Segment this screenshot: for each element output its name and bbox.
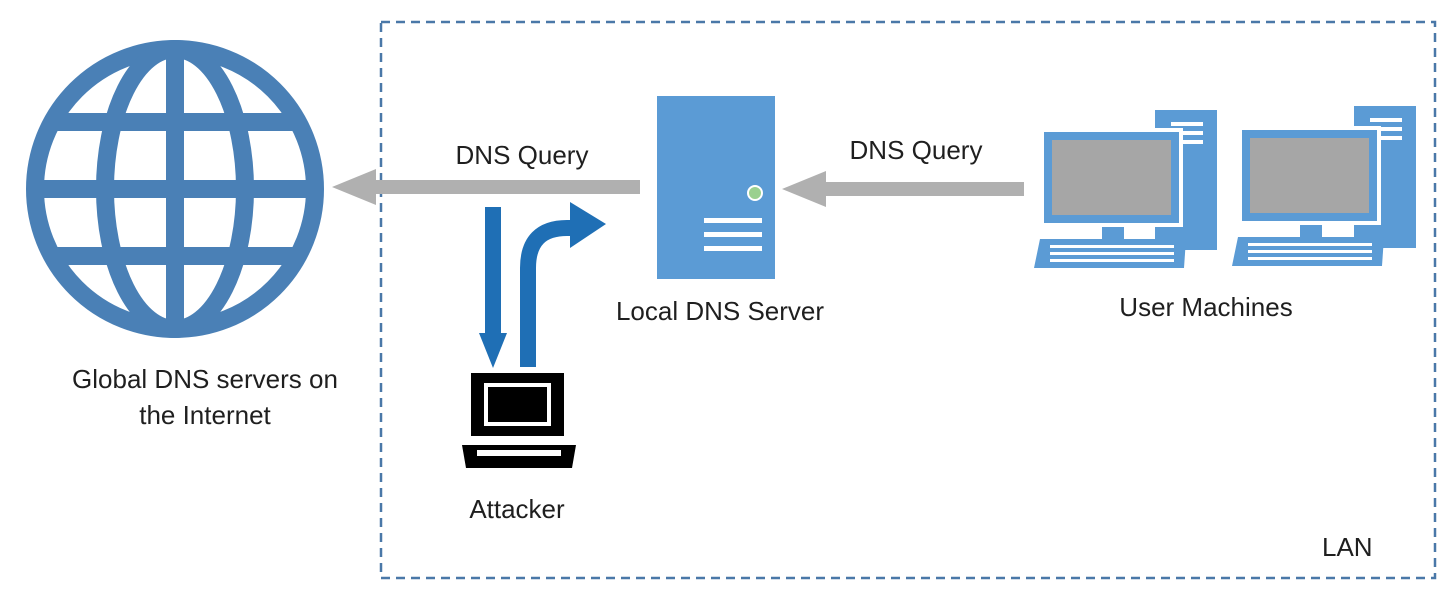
laptop-icon bbox=[462, 373, 576, 468]
dns-query-label-left: DNS Query bbox=[455, 140, 589, 170]
dns-query-arrow-to-internet bbox=[332, 169, 640, 205]
attacker-label: Attacker bbox=[469, 494, 565, 524]
server-tower-icon bbox=[657, 96, 775, 279]
lan-label: LAN bbox=[1322, 532, 1373, 562]
dns-query-label-right: DNS Query bbox=[849, 135, 983, 165]
desktop-computer-icon bbox=[1034, 110, 1217, 268]
desktop-computer-icon bbox=[1232, 106, 1416, 266]
user-machines-label: User Machines bbox=[1119, 292, 1293, 322]
spoofed-injection-arrow bbox=[520, 202, 606, 367]
local-dns-server-label: Local DNS Server bbox=[615, 296, 825, 326]
lan-boundary bbox=[379, 20, 1437, 580]
spoofed-response-arrow bbox=[479, 207, 507, 368]
globe-label-line2: the Internet bbox=[139, 400, 271, 430]
globe-label-line1: Global DNS servers on bbox=[72, 364, 338, 394]
dns-query-arrow-to-server bbox=[782, 171, 1024, 207]
globe-icon bbox=[26, 40, 324, 338]
